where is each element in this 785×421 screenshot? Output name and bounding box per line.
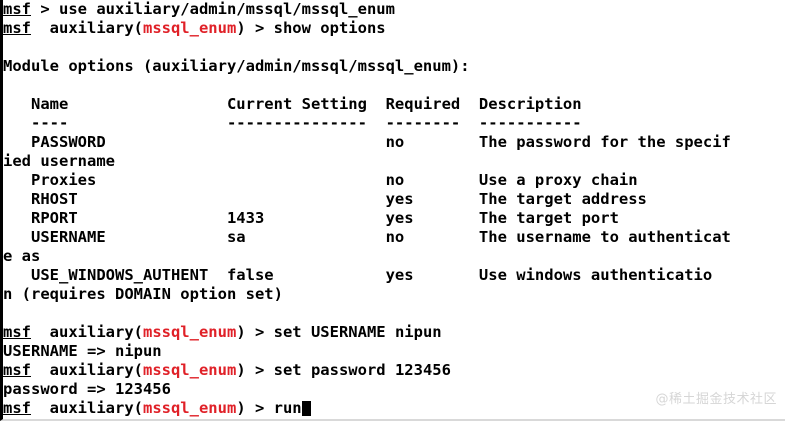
module-name-label: mssql_enum — [142, 323, 237, 341]
terminal-blank-line — [3, 38, 785, 57]
table-row: USE_WINDOWS_AUTHENT false yes Use window… — [3, 266, 713, 284]
prompt-msf-label: msf — [3, 19, 31, 37]
table-row: PASSWORD no The password for the specif — [3, 133, 731, 151]
table-row-wrap: e as — [3, 247, 41, 265]
prompt-context-prefix: auxiliary( — [31, 19, 143, 37]
table-row: Proxies no Use a proxy chain — [3, 171, 638, 189]
set-username-command-text: ) > set USERNAME nipun — [236, 323, 442, 341]
set-username-echo: USERNAME => nipun — [3, 342, 162, 360]
prompt-context-prefix: auxiliary( — [31, 323, 143, 341]
prompt-context-prefix: auxiliary( — [31, 399, 143, 417]
terminal-blank-line — [3, 76, 785, 95]
prompt-msf-label: msf — [3, 361, 31, 379]
terminal-line-use-command: msf > use auxiliary/admin/mssql/mssql_en… — [3, 0, 785, 19]
table-row: USERNAME sa no The username to authentic… — [3, 228, 731, 246]
options-table-header-row: Name Current Setting Required Descriptio… — [3, 95, 582, 113]
prompt-msf-label: msf — [3, 323, 31, 341]
show-options-command-text: ) > show options — [236, 19, 386, 37]
terminal-line-set-username-command: msf auxiliary(mssql_enum) > set USERNAME… — [3, 323, 785, 342]
table-row-wrap: ied username — [3, 152, 115, 170]
module-name-label: mssql_enum — [142, 19, 237, 37]
terminal-line-set-password-command: msf auxiliary(mssql_enum) > set password… — [3, 361, 785, 380]
watermark-label: @稀土掘金技术社区 — [655, 392, 777, 407]
terminal-line-show-options-command: msf auxiliary(mssql_enum) > show options — [3, 19, 785, 38]
terminal-screen: msf > use auxiliary/admin/mssql/mssql_en… — [3, 0, 785, 418]
prompt-msf-label: msf — [3, 399, 31, 417]
module-options-header: Module options (auxiliary/admin/mssql/ms… — [3, 57, 470, 75]
prompt-context-prefix: auxiliary( — [31, 361, 143, 379]
prompt-msf-label: msf — [3, 0, 31, 18]
module-name-label: mssql_enum — [142, 361, 237, 379]
run-command-text: ) > run — [236, 399, 302, 417]
terminal-blank-line — [3, 304, 785, 323]
terminal-line-run-command[interactable]: msf auxiliary(mssql_enum) > run — [3, 399, 785, 418]
set-password-command-text: ) > set password 123456 — [236, 361, 451, 379]
options-table-rule-row: ---- --------------- -------- ----------… — [3, 114, 582, 132]
table-row: RHOST yes The target address — [3, 190, 647, 208]
text-cursor — [301, 401, 312, 416]
table-row-wrap: n (requires DOMAIN option set) — [3, 285, 283, 303]
use-command-text: > use auxiliary/admin/mssql/mssql_enum — [31, 0, 395, 18]
module-name-label: mssql_enum — [142, 399, 237, 417]
table-row: RPORT 1433 yes The target port — [3, 209, 619, 227]
set-password-echo: password => 123456 — [3, 380, 171, 398]
